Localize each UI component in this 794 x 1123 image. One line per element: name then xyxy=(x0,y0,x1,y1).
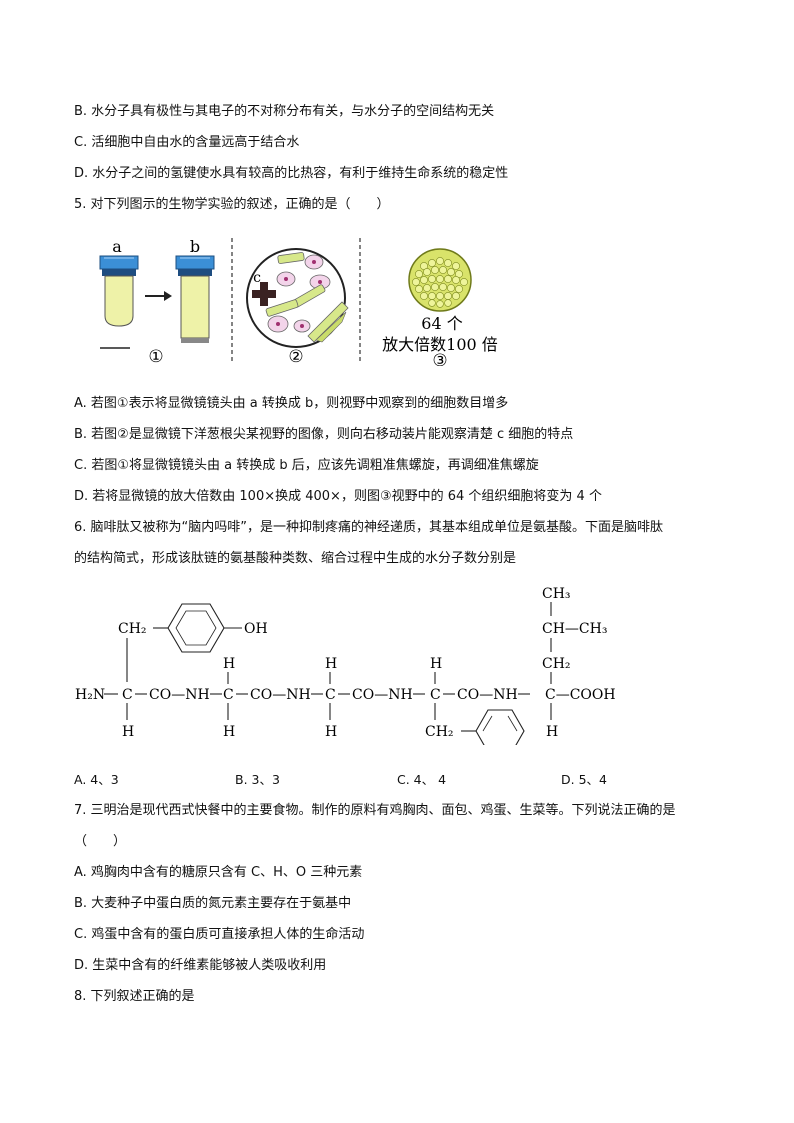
lens-a: a xyxy=(99,237,139,327)
svg-text:H: H xyxy=(430,656,442,672)
cells-count-label: 64 个 xyxy=(421,314,462,333)
q8-stem: 8. 下列叙述正确的是 xyxy=(74,989,195,1004)
svg-text:H: H xyxy=(223,656,235,672)
peptide-bond-2: CO—NH xyxy=(250,687,311,703)
q4-option-d: D. 水分子之间的氢键使水具有较高的比热容，有利于维持生命系统的稳定性 xyxy=(74,166,509,181)
q6-option-d: D. 5、4 xyxy=(561,772,607,787)
peptide-bond-3: CO—NH xyxy=(352,687,413,703)
q5-stem: 5. 对下列图示的生物学实验的叙述，正确的是（ ） xyxy=(74,197,390,212)
q5-figure: a b ① c ② xyxy=(99,237,498,366)
lens-a-label: a xyxy=(112,237,122,256)
q6-stem-line2: 的结构简式，形成该肽链的氨基酸种类数、缩合过程中生成的水分子数分别是 xyxy=(74,551,517,566)
lens-b-label: b xyxy=(190,237,200,256)
magnification-label: 放大倍数100 倍 xyxy=(382,335,498,354)
q5-option-c: C. 若图①将显微镜镜头由 a 转换成 b 后，应该先调粗准焦螺旋，再调细准焦螺… xyxy=(74,458,539,473)
dividing-cell-c xyxy=(252,282,276,306)
svg-text:H: H xyxy=(325,656,337,672)
carboxyl-terminus: C—COOH xyxy=(545,687,616,703)
q5-option-b: B. 若图②是显微镜下洋葱根尖某视野的图像，则向右移动装片能观察清楚 c 细胞的… xyxy=(74,427,574,442)
oh-group: OH xyxy=(244,621,268,637)
q4-option-b: B. 水分子具有极性与其电子的不对称分布有关，与水分子的空间结构无关 xyxy=(74,104,495,119)
svg-text:H: H xyxy=(122,724,134,740)
peptide-bond-4: CO—NH xyxy=(457,687,518,703)
ch2-tyr: CH₂ xyxy=(118,621,147,637)
q7-stem: 7. 三明治是现代西式快餐中的主要食物。制作的原料有鸡胸肉、面包、鸡蛋、生菜等。… xyxy=(74,803,676,818)
arrow-icon xyxy=(145,291,172,301)
benzene-ring-2 xyxy=(475,709,525,745)
q7-option-a: A. 鸡胸肉中含有的糖原只含有 C、H、O 三种元素 xyxy=(74,865,363,880)
caption-1: ① xyxy=(148,347,163,366)
ch-ch3: CH—CH₃ xyxy=(542,621,607,637)
svg-text:H: H xyxy=(546,724,558,740)
svg-text:C: C xyxy=(430,687,441,703)
ch3-top: CH₃ xyxy=(542,586,571,602)
q7-option-d: D. 生菜中含有的纤维素能够被人类吸收利用 xyxy=(74,958,327,973)
q6-option-b: B. 3、3 xyxy=(235,772,280,787)
svg-text:C: C xyxy=(223,687,234,703)
svg-text:C: C xyxy=(325,687,336,703)
tissue-cells-view xyxy=(408,248,472,312)
q7-option-b: B. 大麦种子中蛋白质的氮元素主要存在于氨基中 xyxy=(74,896,352,911)
q7-paren: （ ） xyxy=(74,834,127,849)
ch2-leu: CH₂ xyxy=(542,656,571,672)
microscope-field-view: c xyxy=(246,248,349,348)
q6-option-a: A. 4、3 xyxy=(74,772,119,787)
label-c: c xyxy=(253,270,261,286)
q5-option-a: A. 若图①表示将显微镜镜头由 a 转换成 b，则视野中观察到的细胞数目增多 xyxy=(74,396,509,411)
lens-b: b xyxy=(175,237,215,343)
svg-text:C: C xyxy=(122,687,133,703)
amino-terminus: H₂N xyxy=(75,687,105,703)
svg-text:H: H xyxy=(325,724,337,740)
q5-option-d: D. 若将显微镜的放大倍数由 100×换成 400×，则图③视野中的 64 个组… xyxy=(74,489,602,504)
q6-option-c: C. 4、 4 xyxy=(397,772,447,787)
peptide-bond-1: CO—NH xyxy=(149,687,210,703)
caption-2: ② xyxy=(288,347,303,366)
enkephalin-structure: CH₂ OH H₂N C CO—NH C CO—NH C CO—NH C CO—… xyxy=(75,586,616,745)
svg-text:H: H xyxy=(223,724,235,740)
q4-option-c: C. 活细胞中自由水的含量远高于结合水 xyxy=(74,135,300,150)
q6-stem-line1: 6. 脑啡肽又被称为“脑内吗啡”，是一种抑制疼痛的神经递质，其基本组成单位是氨基… xyxy=(74,520,664,535)
ch2-phe: CH₂ xyxy=(425,724,454,740)
caption-3: ③ xyxy=(432,351,447,366)
q7-option-c: C. 鸡蛋中含有的蛋白质可直接承担人体的生命活动 xyxy=(74,927,365,942)
